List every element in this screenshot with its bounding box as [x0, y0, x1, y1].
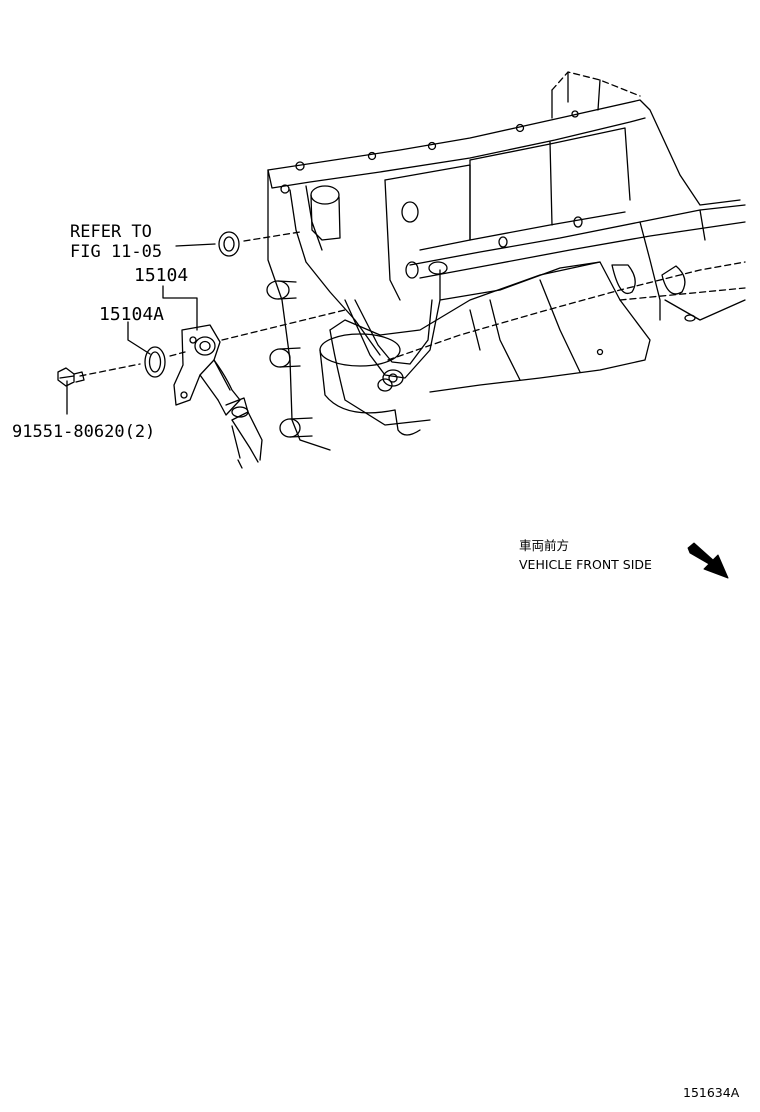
- gasket-15104A-part: [144, 346, 166, 378]
- leader-lines: [66, 231, 346, 415]
- o-ring-part: [218, 231, 240, 257]
- sensor-15104-part: [173, 324, 263, 469]
- part-number-15104: 15104: [134, 265, 189, 286]
- figure-id: 151634A: [683, 1085, 740, 1100]
- part-number-15104A: 15104A: [99, 304, 165, 325]
- refer-to-label-line2: FIG 11-05: [70, 242, 163, 262]
- bolt-91551-80620-part: [57, 367, 85, 387]
- arrow-down-right-icon: [687, 542, 729, 579]
- refer-to-label-line1: REFER TO: [70, 222, 152, 242]
- vehicle-front-japanese: 車両前方: [519, 538, 570, 553]
- vehicle-front-english: VEHICLE FRONT SIDE: [519, 557, 652, 572]
- part-number-bolt: 91551-80620(2): [12, 422, 156, 442]
- engine-block-assembly: [266, 71, 746, 451]
